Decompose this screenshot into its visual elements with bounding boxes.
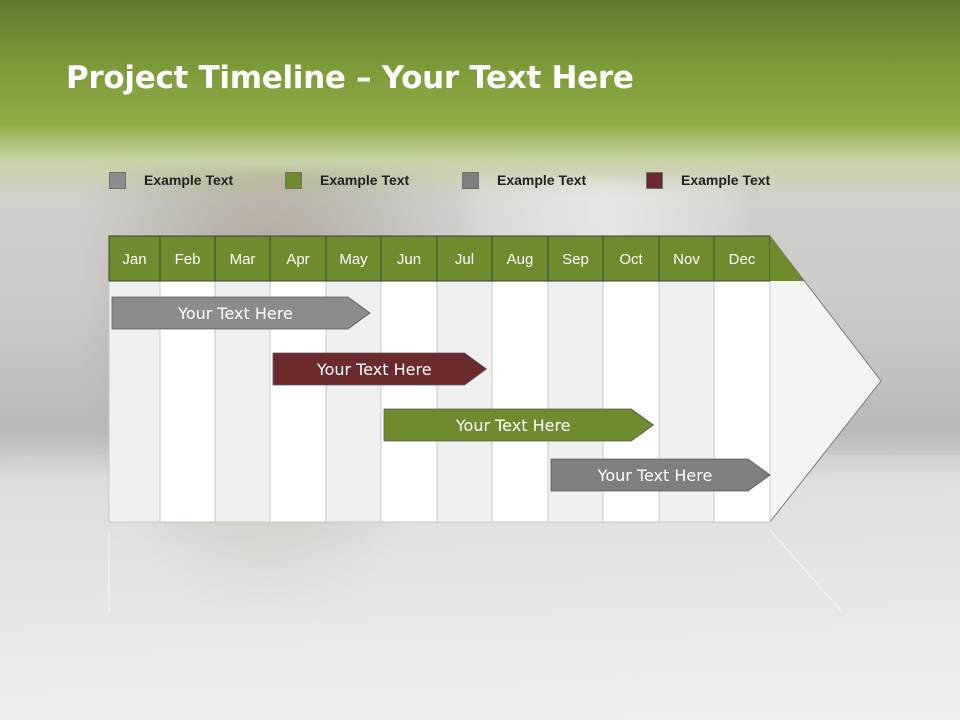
legend-label: Example Text — [497, 172, 587, 188]
slide-title-bold: Project Timeline — [66, 60, 346, 96]
month-label-nov: Nov — [673, 251, 700, 268]
legend-item-1: Example Text — [109, 170, 233, 190]
legend-item-4: Example Text — [646, 170, 770, 190]
month-header-cell — [602, 235, 660, 282]
task-bar — [550, 458, 771, 492]
month-label-may: May — [339, 251, 368, 268]
month-label-jul: Jul — [455, 251, 474, 268]
month-header-cell — [325, 235, 382, 282]
task-bar — [383, 408, 655, 442]
month-column — [436, 280, 493, 523]
month-header-cell — [159, 235, 216, 282]
legend-swatch — [109, 171, 126, 189]
month-label-apr: Apr — [286, 251, 309, 268]
legend-label: Example Text — [681, 172, 771, 188]
slide-title-rest: – Your Text Here — [345, 60, 634, 96]
month-label-jun: Jun — [397, 251, 421, 268]
task-bar — [111, 296, 371, 330]
month-header-cell — [658, 235, 715, 282]
month-header-cell — [491, 235, 549, 282]
month-header-cell — [269, 235, 327, 282]
legend-label: Example Text — [320, 172, 410, 188]
month-header-cell — [713, 235, 771, 282]
month-label-jan: Jan — [122, 251, 146, 268]
month-label-oct: Oct — [619, 251, 643, 268]
legend-item-3: Example Text — [462, 170, 586, 190]
month-label-dec: Dec — [729, 251, 756, 268]
task-bar-label: Your Text Here — [177, 304, 293, 323]
task-bar — [272, 352, 488, 386]
legend-label: Example Text — [144, 172, 234, 188]
task-bar-label: Your Text Here — [316, 360, 432, 379]
month-header-cell — [214, 235, 271, 282]
month-header-cell — [108, 235, 161, 282]
month-label-feb: Feb — [175, 251, 201, 268]
legend-swatch — [462, 171, 479, 189]
timeline-reflection-right — [769, 529, 843, 613]
legend-swatch — [646, 171, 663, 189]
legend-swatch — [285, 171, 302, 189]
task-bar-label: Your Text Here — [597, 466, 713, 485]
task-bar-label: Your Text Here — [455, 416, 571, 435]
month-header-tip — [770, 236, 805, 281]
month-label-aug: Aug — [507, 251, 534, 268]
slide-title: Project Timeline – Your Text Here — [66, 60, 634, 96]
legend-item-2: Example Text — [285, 170, 409, 190]
month-header-cell — [436, 235, 493, 282]
month-label-sep: Sep — [562, 251, 589, 268]
month-label-mar: Mar — [230, 251, 256, 268]
month-header-cell — [380, 235, 438, 282]
month-column — [380, 280, 438, 523]
month-column — [491, 280, 549, 523]
